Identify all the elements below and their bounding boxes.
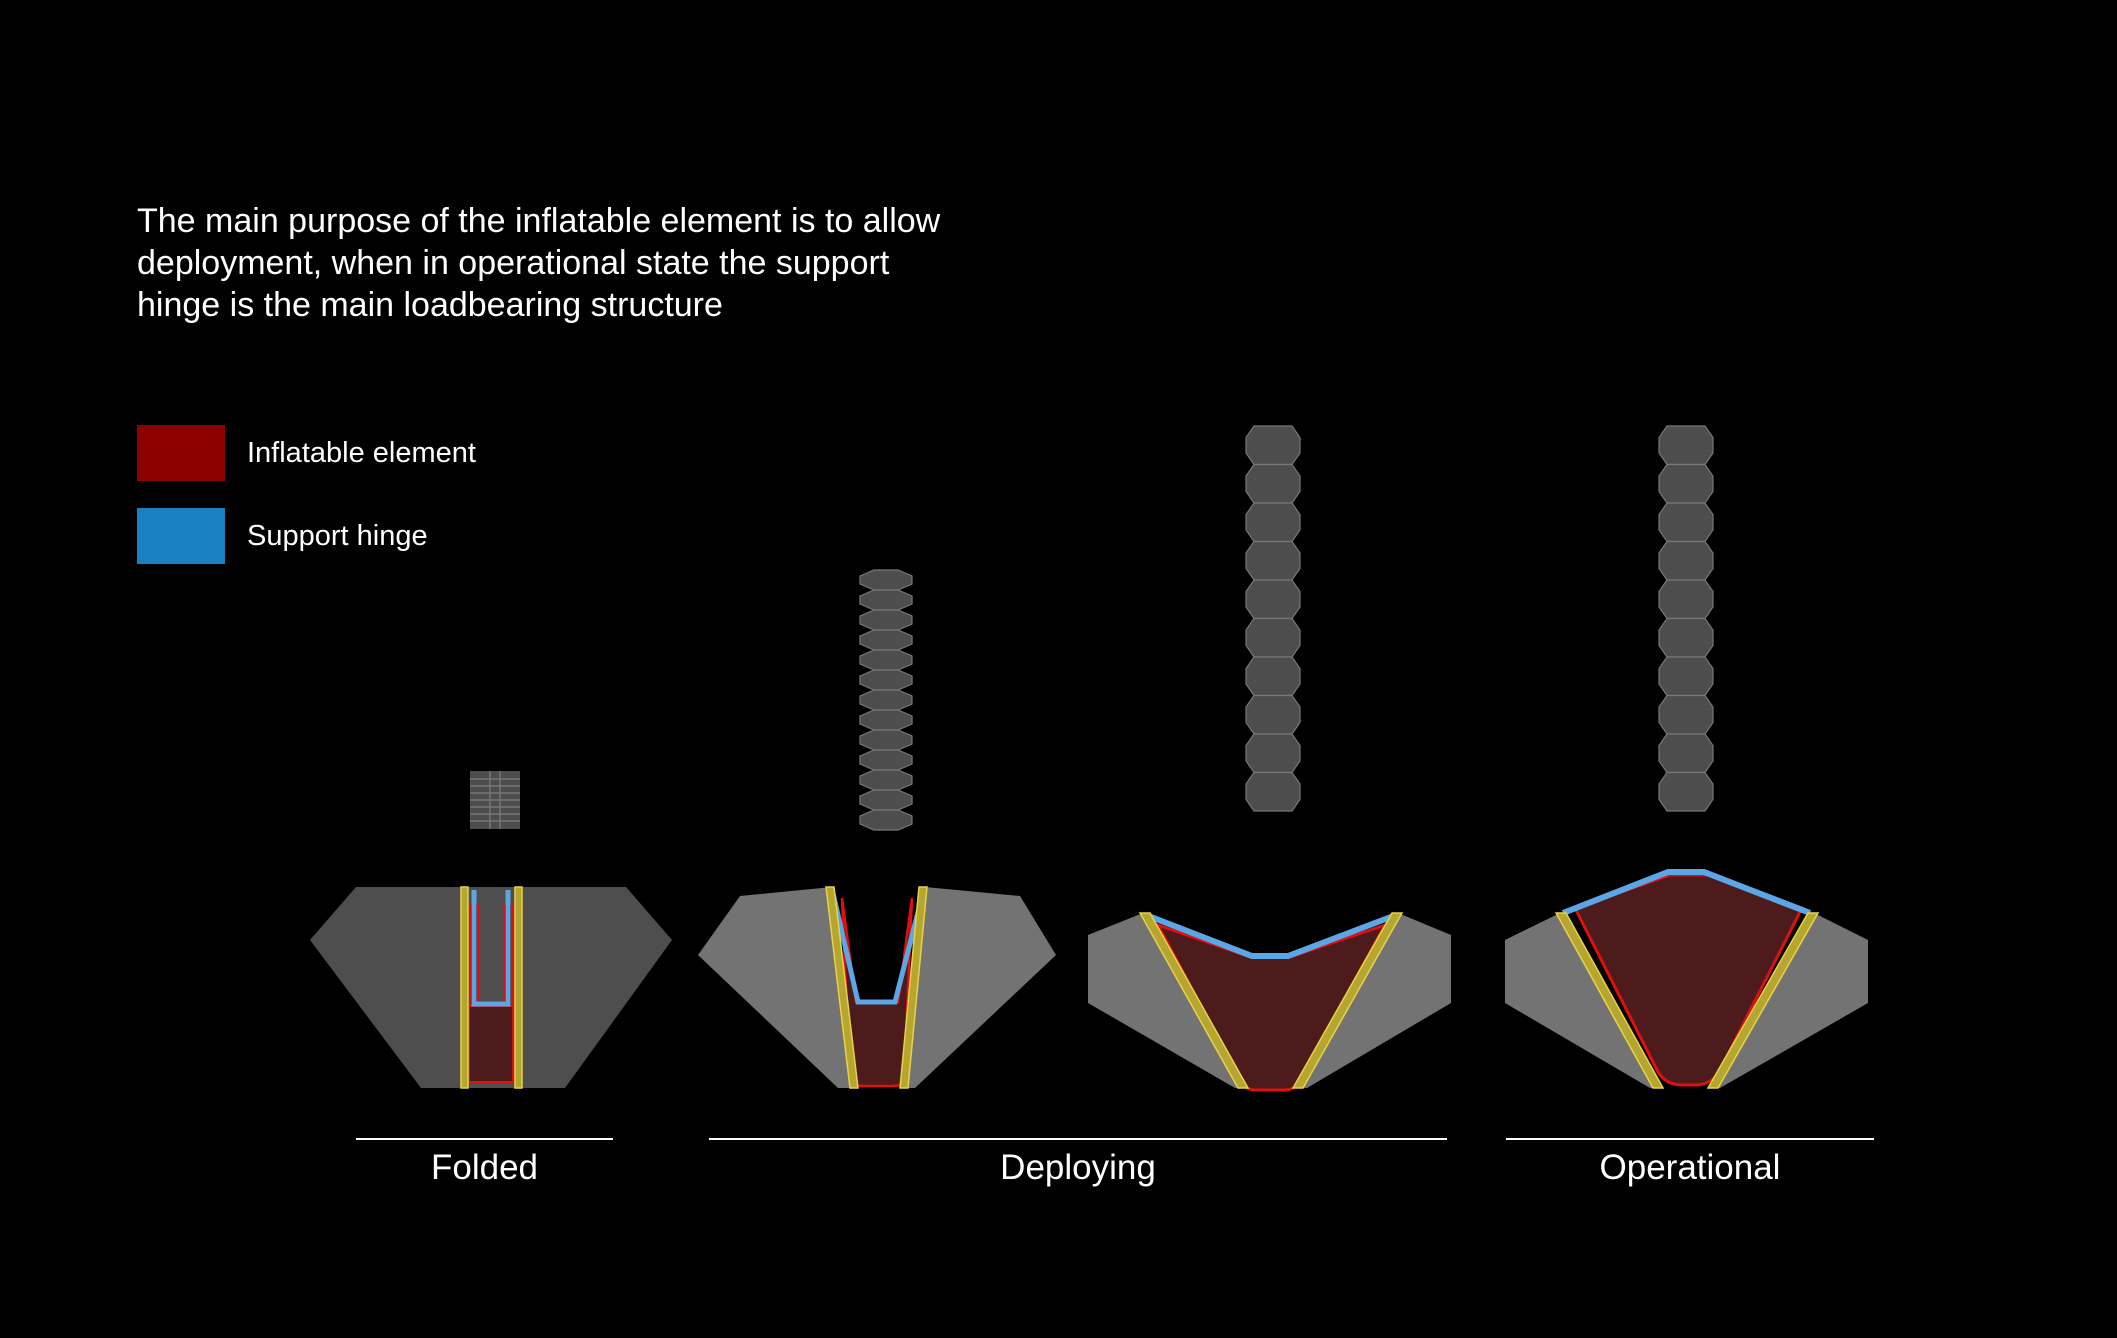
panel-right <box>903 887 1056 1088</box>
stack-segment <box>859 749 913 771</box>
panel-right <box>523 887 672 1088</box>
panel-left <box>1088 913 1244 1088</box>
brace-left <box>1138 912 1250 1089</box>
stack-segment <box>1658 656 1714 697</box>
legend-label-inflatable: Inflatable element <box>247 436 476 469</box>
brace-left <box>1554 912 1665 1089</box>
stack-segment <box>1658 425 1714 466</box>
stage-label-operational: Operational <box>1599 1148 1781 1187</box>
stack-deploying-2 <box>1245 425 1301 812</box>
brace-left <box>825 886 859 1089</box>
stack-segment <box>1245 540 1301 581</box>
stack-segment <box>859 649 913 671</box>
stack-segment <box>1245 617 1301 658</box>
stack-segment <box>859 629 913 651</box>
stack-segment <box>1658 579 1714 620</box>
stack-segment <box>859 729 913 751</box>
stack-segment <box>859 589 913 611</box>
stack-segment <box>1245 425 1301 466</box>
panel-right <box>1712 913 1868 1088</box>
stack-segment <box>1658 463 1714 504</box>
state-deploying-2 <box>1088 912 1451 1092</box>
stack-segment <box>1658 733 1714 774</box>
legend-item-hinge: Support hinge <box>137 508 428 564</box>
state-folded <box>310 886 672 1089</box>
stack-segment <box>859 569 913 591</box>
state-deploying-1 <box>698 886 1056 1089</box>
stack-segment <box>859 769 913 791</box>
stack-segment <box>1658 540 1714 581</box>
stack-segment <box>1245 694 1301 735</box>
stack-segment <box>1658 502 1714 543</box>
stack-operational <box>1658 425 1714 812</box>
stack-folded <box>470 771 520 829</box>
stack-segment <box>859 689 913 711</box>
stack-segment <box>859 809 913 831</box>
stack-segment <box>1245 771 1301 812</box>
brace-right <box>899 886 928 1089</box>
panel-left <box>1505 913 1657 1088</box>
description-text: The main purpose of the inflatable eleme… <box>137 202 941 324</box>
legend-label-hinge: Support hinge <box>247 519 428 552</box>
brace-right <box>1291 912 1404 1089</box>
stage-label-folded: Folded <box>430 1148 539 1187</box>
panel-left <box>698 887 850 1088</box>
stack-segment <box>859 789 913 811</box>
support-hinge <box>471 890 511 1007</box>
stack-segment <box>1245 733 1301 774</box>
support-hinge <box>1144 912 1398 959</box>
stack-segment <box>859 669 913 691</box>
inflatable-element <box>468 1005 514 1083</box>
stack-segment <box>1658 771 1714 812</box>
stack-segment <box>1658 617 1714 658</box>
stage-line-folded <box>356 1138 613 1140</box>
stack-deploying-1 <box>859 569 913 831</box>
legend-item-inflatable: Inflatable element <box>137 425 476 481</box>
brace-right <box>1706 912 1820 1089</box>
stack-segment <box>859 709 913 731</box>
brace-right <box>514 886 523 1089</box>
stage-label-deploying: Deploying <box>1000 1148 1156 1187</box>
brace-left <box>460 886 469 1089</box>
stack-segment <box>1245 579 1301 620</box>
stack-segment <box>1245 502 1301 543</box>
panel-left <box>310 887 465 1088</box>
legend-swatch-hinge <box>137 508 225 564</box>
stage-line-operational <box>1506 1138 1874 1140</box>
legend-swatch-inflatable <box>137 425 225 481</box>
stack-segment <box>1658 694 1714 735</box>
stack-segment <box>1245 656 1301 697</box>
state-operational <box>1505 869 1868 1089</box>
stack-segment <box>1245 463 1301 504</box>
support-hinge <box>829 888 927 1005</box>
stage-line-deploying <box>709 1138 1447 1140</box>
stack-segment <box>859 609 913 631</box>
support-hinge <box>1561 869 1812 916</box>
panel-right <box>1297 913 1451 1088</box>
